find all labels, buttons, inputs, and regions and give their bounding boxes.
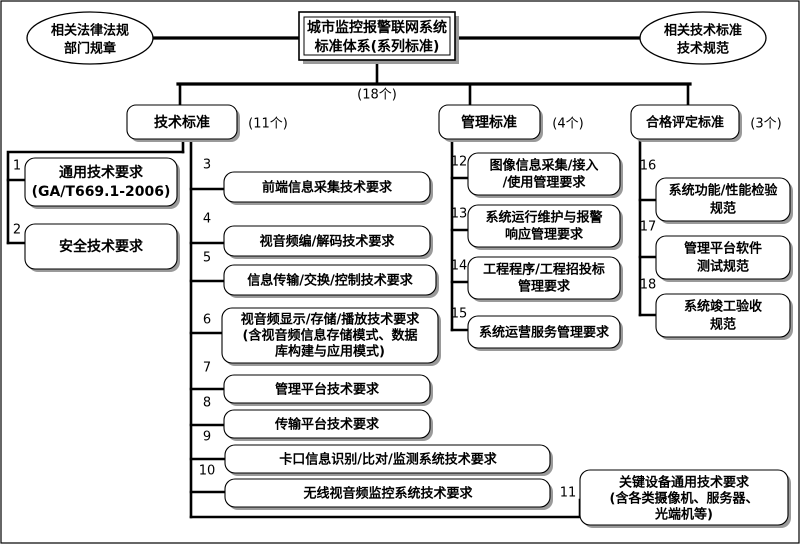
category-technical-label: 技术标准 <box>154 114 210 131</box>
index-7: 7 <box>203 361 211 376</box>
node-item-3[interactable]: 前端信息采集技术要求 <box>223 171 433 205</box>
node-item-18[interactable]: 系统竣工验收 规范 <box>655 293 793 340</box>
index-13: 13 <box>451 207 468 222</box>
item-18-line1: 系统竣工验收 <box>684 299 763 315</box>
index-10: 10 <box>199 464 216 479</box>
node-category-management[interactable]: 管理标准 <box>438 104 543 142</box>
item-12-line1: 图像信息采集/接入 <box>490 158 599 174</box>
index-3: 3 <box>203 158 211 173</box>
general-branch-spine <box>6 150 185 245</box>
node-item-13[interactable]: 系统运行维护与报警 响应管理要求 <box>467 204 623 250</box>
node-item-10[interactable]: 无线视音频监控系统技术要求 <box>224 478 553 510</box>
node-item-6[interactable]: 视音频显示/存储/播放技术要求 (含视音频信息存储模式、数据 库构建与应用模式) <box>221 307 441 366</box>
category-management-count: (4个) <box>552 117 583 132</box>
index-12: 12 <box>451 155 468 170</box>
index-2: 2 <box>13 223 21 238</box>
node-item-5[interactable]: 信息传输/交换/控制技术要求 <box>223 264 439 298</box>
category-management-label: 管理标准 <box>461 114 517 131</box>
category-conformity-label: 合格评定标准 <box>646 115 724 131</box>
item-16-line1: 系统功能/性能检验 <box>669 183 779 199</box>
left-ellipse-line1: 相关法律法规 <box>51 23 129 39</box>
node-left-ellipse[interactable]: 相关法律法规 部门规章 <box>26 11 154 65</box>
item-4-text: 视音频编/解码技术要求 <box>260 234 396 250</box>
node-item-4[interactable]: 视音频编/解码技术要求 <box>223 225 433 259</box>
right-ellipse-line2: 技术规范 <box>677 41 729 57</box>
node-item-16[interactable]: 系统功能/性能检验 规范 <box>655 177 793 224</box>
root-line1: 城市监控报警联网系统 <box>307 19 447 36</box>
node-item-9[interactable]: 卡口信息识别/比对/监测系统技术要求 <box>224 444 553 476</box>
item-13-line1: 系统运行维护与报警 <box>485 210 602 226</box>
item-11-line3: 光端机等) <box>654 507 713 523</box>
category-conformity-count: (3个) <box>750 117 781 132</box>
node-root[interactable]: 城市监控报警联网系统 标准体系(系列标准) <box>298 11 459 64</box>
index-8: 8 <box>203 396 211 411</box>
node-item-8[interactable]: 传输平台技术要求 <box>223 409 433 441</box>
item-6-line1: 视音频显示/存储/播放技术要求 <box>241 312 420 328</box>
item-11-line1: 关键设备通用技术要求 <box>619 475 750 491</box>
item-2-text: 安全技术要求 <box>59 238 144 255</box>
item-11-line2: (含各类摄像机、服务器、 <box>610 491 759 507</box>
node-right-ellipse[interactable]: 相关技术标准 技术规范 <box>639 11 767 65</box>
index-17: 17 <box>640 220 657 235</box>
item-14-line1: 工程程序/工程招投标 <box>483 262 605 278</box>
item-15-text: 系统运营服务管理要求 <box>479 325 610 341</box>
right-ellipse-line1: 相关技术标准 <box>664 23 742 39</box>
item-9-text: 卡口信息识别/比对/监测系统技术要求 <box>279 452 497 468</box>
index-9: 9 <box>203 430 211 445</box>
node-item-14[interactable]: 工程程序/工程招投标 管理要求 <box>467 256 623 302</box>
root-count: (18个) <box>357 88 397 103</box>
item-8-text: 传输平台技术要求 <box>274 417 380 433</box>
item-5-text: 信息传输/交换/控制技术要求 <box>247 273 413 289</box>
item-6-line2: (含视音频信息存储模式、数据 <box>243 328 418 344</box>
node-item-12[interactable]: 图像信息采集/接入 /使用管理要求 <box>467 152 623 198</box>
index-14: 14 <box>451 259 468 274</box>
category-technical-count: (11个) <box>248 117 288 132</box>
item-1-line2: (GA/T669.1-2006) <box>32 184 171 200</box>
node-item-7[interactable]: 管理平台技术要求 <box>223 374 433 406</box>
node-category-conformity[interactable]: 合格评定标准 <box>630 104 742 142</box>
index-16: 16 <box>640 159 657 174</box>
index-5: 5 <box>203 251 211 266</box>
node-item-2[interactable]: 安全技术要求 <box>24 223 180 272</box>
item-18-line2: 规范 <box>710 317 736 333</box>
item-13-line2: 响应管理要求 <box>505 227 584 243</box>
root-line2: 标准体系(系列标准) <box>314 38 440 55</box>
item-12-line2: /使用管理要求 <box>503 175 587 191</box>
node-item-11[interactable]: 关键设备通用技术要求 (含各类摄像机、服务器、 光端机等) <box>579 469 791 528</box>
item-16-line2: 规范 <box>710 201 736 217</box>
item-14-line2: 管理要求 <box>518 279 571 295</box>
item-6-line3: 库构建与应用模式) <box>275 344 385 360</box>
index-18: 18 <box>640 278 657 293</box>
node-item-17[interactable]: 管理平台软件 测试规范 <box>655 235 793 282</box>
item-1-line1: 通用技术要求 <box>59 164 144 181</box>
index-4: 4 <box>203 212 211 227</box>
item-3-text: 前端信息采集技术要求 <box>262 180 393 196</box>
item-7-text: 管理平台技术要求 <box>275 382 380 398</box>
node-item-1[interactable]: 通用技术要求 (GA/T669.1-2006) <box>24 157 180 209</box>
index-6: 6 <box>203 313 211 328</box>
item-17-line1: 管理平台软件 <box>684 241 762 257</box>
index-15: 15 <box>451 307 468 322</box>
item-17-line2: 测试规范 <box>697 259 749 275</box>
node-item-15[interactable]: 系统运营服务管理要求 <box>467 315 623 351</box>
item-10-text: 无线视音频监控系统技术要求 <box>302 486 473 502</box>
left-ellipse-line2: 部门规章 <box>64 41 116 57</box>
node-category-technical[interactable]: 技术标准 <box>126 104 240 142</box>
index-11: 11 <box>560 486 577 501</box>
index-1: 1 <box>13 159 21 174</box>
